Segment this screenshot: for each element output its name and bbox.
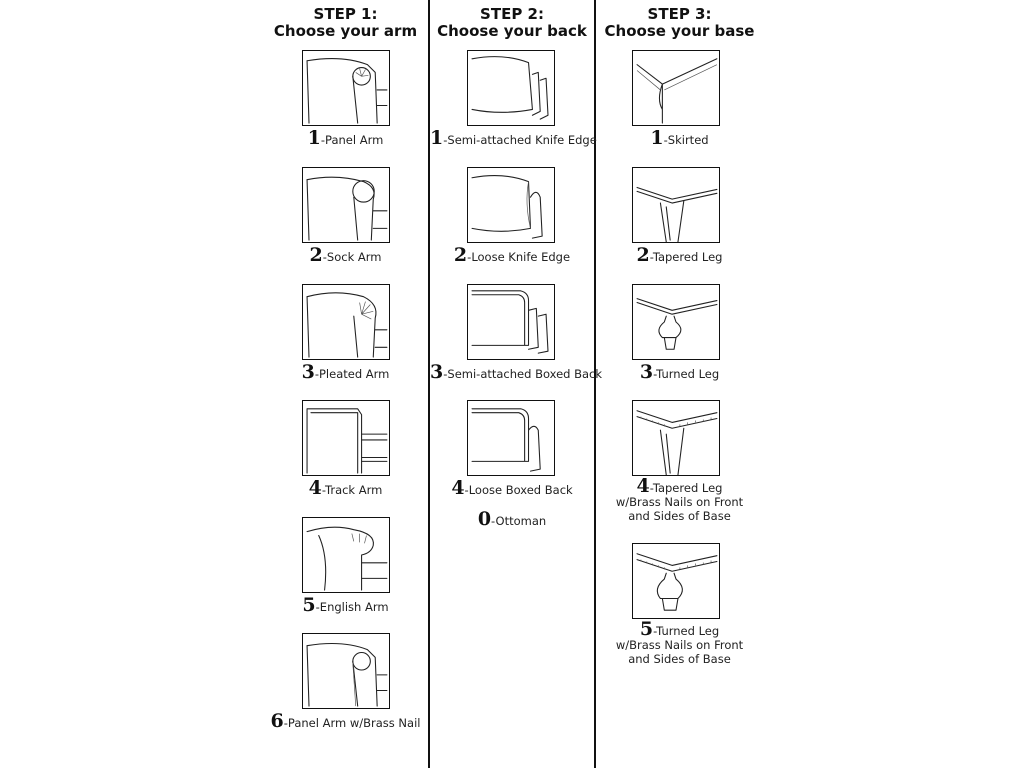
- panel-arm-icon: [302, 50, 390, 126]
- panel-arm-brass-nail-icon: [302, 633, 390, 709]
- tapered-leg-brass-nails-icon: [632, 400, 720, 476]
- column-divider: [594, 0, 596, 768]
- pleated-arm-icon: [302, 284, 390, 360]
- skirted-base-icon: [632, 50, 720, 126]
- loose-knife-edge-icon: [467, 167, 555, 243]
- sock-arm-icon: [302, 167, 390, 243]
- english-arm-icon: [302, 517, 390, 593]
- turned-leg-brass-nails-icon: [632, 543, 720, 619]
- semi-attached-knife-edge-icon: [467, 50, 555, 126]
- step-2-heading: STEP 2: Choose your back: [437, 5, 587, 40]
- semi-attached-boxed-back-icon: [467, 284, 555, 360]
- step-3-base-column: STEP 3: Choose your base 1-Skirted 2-Tap…: [596, 0, 763, 768]
- turned-leg-icon: [632, 284, 720, 360]
- step-1-heading: STEP 1: Choose your arm: [273, 5, 418, 40]
- step-3-heading: STEP 3: Choose your base: [604, 5, 755, 40]
- track-arm-icon: [302, 400, 390, 476]
- column-divider: [428, 0, 430, 768]
- tapered-leg-icon: [632, 167, 720, 243]
- loose-boxed-back-icon: [467, 400, 555, 476]
- step-2-back-column: STEP 2: Choose your back 1-Semi-attached…: [430, 5, 603, 530]
- style-options-sheet: STEP 1: Choose your arm 1-Panel Arm 2-So…: [263, 0, 763, 768]
- step-1-arm-column: STEP 1: Choose your arm 1-Panel Arm 2-So…: [263, 0, 428, 768]
